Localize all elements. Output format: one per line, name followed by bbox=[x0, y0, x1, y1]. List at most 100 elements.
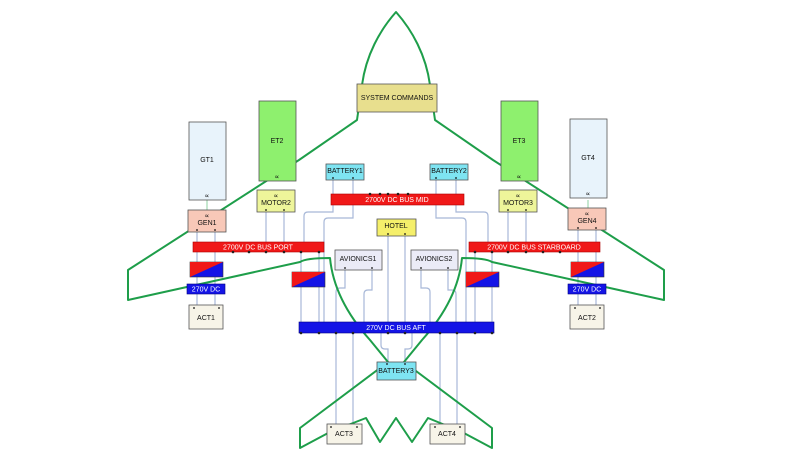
bus-starboard: 2700V DC BUS STARBOARD bbox=[468, 241, 601, 253]
gt1-label: GT1 bbox=[200, 157, 214, 164]
battery2-block[interactable]: BATTERY2 bbox=[429, 163, 469, 181]
motor2-block[interactable]: ∝ MOTOR2 bbox=[256, 189, 296, 213]
shaft-icon: ∝ bbox=[584, 210, 589, 218]
hotel-label: HOTEL bbox=[384, 223, 407, 230]
terminal-pin bbox=[330, 426, 332, 428]
terminal-pin bbox=[447, 267, 449, 269]
system-commands-label: SYSTEM COMMANDS bbox=[361, 95, 434, 102]
wire-mid-right-2 bbox=[455, 205, 489, 242]
bus-connection-dot bbox=[455, 331, 459, 335]
gen1-label: GEN1 bbox=[197, 220, 216, 227]
shaft-icon: ∝ bbox=[515, 192, 520, 200]
battery2-label: BATTERY2 bbox=[431, 168, 467, 175]
bus-connection-dot bbox=[473, 331, 477, 335]
bus-aft: 270V DC BUS AFT bbox=[298, 321, 495, 334]
et2-label: ET2 bbox=[271, 138, 284, 145]
system-commands-block[interactable]: SYSTEM COMMANDS bbox=[356, 83, 438, 113]
battery1-block[interactable]: BATTERY1 bbox=[325, 163, 365, 181]
terminal-pin bbox=[459, 426, 461, 428]
act1-block[interactable]: ACT1 bbox=[188, 304, 224, 330]
terminal-pin bbox=[214, 229, 216, 231]
bus-connection-dot bbox=[473, 250, 477, 254]
avionics1-block[interactable]: AVIONICS1 bbox=[334, 249, 383, 271]
shaft-icon: ∝ bbox=[204, 192, 209, 200]
bus-connection-dot bbox=[524, 250, 528, 254]
act1-label: ACT1 bbox=[197, 315, 215, 322]
bus-dc-port-label: 270V DC bbox=[192, 286, 220, 293]
motor3-block[interactable]: ∝ MOTOR3 bbox=[498, 189, 538, 213]
wiring bbox=[196, 178, 597, 424]
shaft-icon: ∝ bbox=[585, 190, 590, 198]
terminal-pin bbox=[352, 177, 354, 179]
bus-connection-dot bbox=[351, 331, 355, 335]
terminal-pin bbox=[595, 227, 597, 229]
wire-mid-left-1 bbox=[323, 205, 354, 333]
bus-connection-dot bbox=[490, 331, 494, 335]
converter-starboard bbox=[465, 271, 500, 288]
shaft-icon: ∝ bbox=[274, 173, 279, 181]
terminal-pin bbox=[435, 177, 437, 179]
terminal-pin bbox=[196, 229, 198, 231]
act2-block[interactable]: ACT2 bbox=[569, 304, 605, 330]
bus-dc-starboard-label: 270V DC bbox=[573, 286, 601, 293]
terminal-pin bbox=[344, 267, 346, 269]
gen4-block[interactable]: ∝ GEN4 bbox=[567, 207, 607, 231]
terminal-pin bbox=[371, 267, 373, 269]
act4-label: ACT4 bbox=[438, 431, 456, 438]
converter-gen1 bbox=[189, 261, 224, 278]
bus-connection-dots bbox=[231, 192, 562, 335]
bus-connection-dot bbox=[299, 331, 303, 335]
gt1-block[interactable]: GT1 ∝ bbox=[188, 121, 227, 201]
act4-block[interactable]: ACT4 bbox=[429, 423, 466, 445]
terminal-pin bbox=[218, 307, 220, 309]
bus-starboard-label: 2700V DC BUS STARBOARD bbox=[487, 244, 581, 251]
gt4-label: GT4 bbox=[581, 155, 595, 162]
bus-dc-starboard: 270V DC bbox=[567, 283, 607, 295]
bus-connection-dot bbox=[282, 250, 286, 254]
bus-connection-dot bbox=[396, 192, 400, 196]
wire-battery3-b bbox=[404, 333, 413, 362]
motor3-label: MOTOR3 bbox=[503, 200, 533, 207]
wire-mid-right-1 bbox=[435, 205, 467, 333]
terminal-pin bbox=[386, 363, 388, 365]
bus-connection-dot bbox=[264, 250, 268, 254]
gt4-block[interactable]: GT4 ∝ bbox=[569, 118, 608, 199]
bus-mid: 2700V DC BUS MID bbox=[330, 193, 465, 206]
battery3-block[interactable]: BATTERY3 bbox=[376, 361, 417, 381]
terminal-pin bbox=[525, 209, 527, 211]
bus-connection-dot bbox=[368, 192, 372, 196]
et3-block[interactable]: ET3 ∝ bbox=[500, 100, 539, 182]
bus-connection-dot bbox=[247, 250, 251, 254]
bus-port: 2700V DC BUS PORT bbox=[192, 241, 325, 253]
et3-label: ET3 bbox=[513, 138, 526, 145]
bus-connection-dot bbox=[317, 250, 321, 254]
bus-connection-dot bbox=[438, 331, 442, 335]
terminal-pin bbox=[455, 177, 457, 179]
terminal-pin bbox=[332, 177, 334, 179]
bus-connection-dot bbox=[386, 331, 390, 335]
act3-label: ACT3 bbox=[335, 431, 353, 438]
gen1-block[interactable]: ∝ GEN1 bbox=[187, 209, 227, 233]
avionics1-label: AVIONICS1 bbox=[340, 256, 377, 263]
bus-connection-dot bbox=[317, 331, 321, 335]
hotel-block[interactable]: HOTEL bbox=[376, 218, 417, 237]
battery1-label: BATTERY1 bbox=[327, 168, 363, 175]
avionics2-block[interactable]: AVIONICS2 bbox=[410, 249, 459, 271]
wire-avionics2-a bbox=[420, 270, 431, 333]
terminal-pin bbox=[599, 307, 601, 309]
act3-block[interactable]: ACT3 bbox=[326, 423, 363, 445]
converter-gen4 bbox=[570, 261, 605, 278]
terminal-pin bbox=[420, 267, 422, 269]
gen4-label: GEN4 bbox=[577, 218, 596, 225]
terminal-pin bbox=[356, 426, 358, 428]
wire-mid-left-2 bbox=[303, 205, 334, 242]
terminal-pin bbox=[404, 363, 406, 365]
battery3-label: BATTERY3 bbox=[378, 368, 414, 375]
et2-block[interactable]: ET2 ∝ bbox=[258, 100, 297, 182]
terminal-pin bbox=[577, 227, 579, 229]
terminal-pin bbox=[404, 233, 406, 235]
converters bbox=[189, 261, 605, 288]
bus-connection-dot bbox=[490, 250, 494, 254]
bus-connection-dot bbox=[231, 250, 235, 254]
